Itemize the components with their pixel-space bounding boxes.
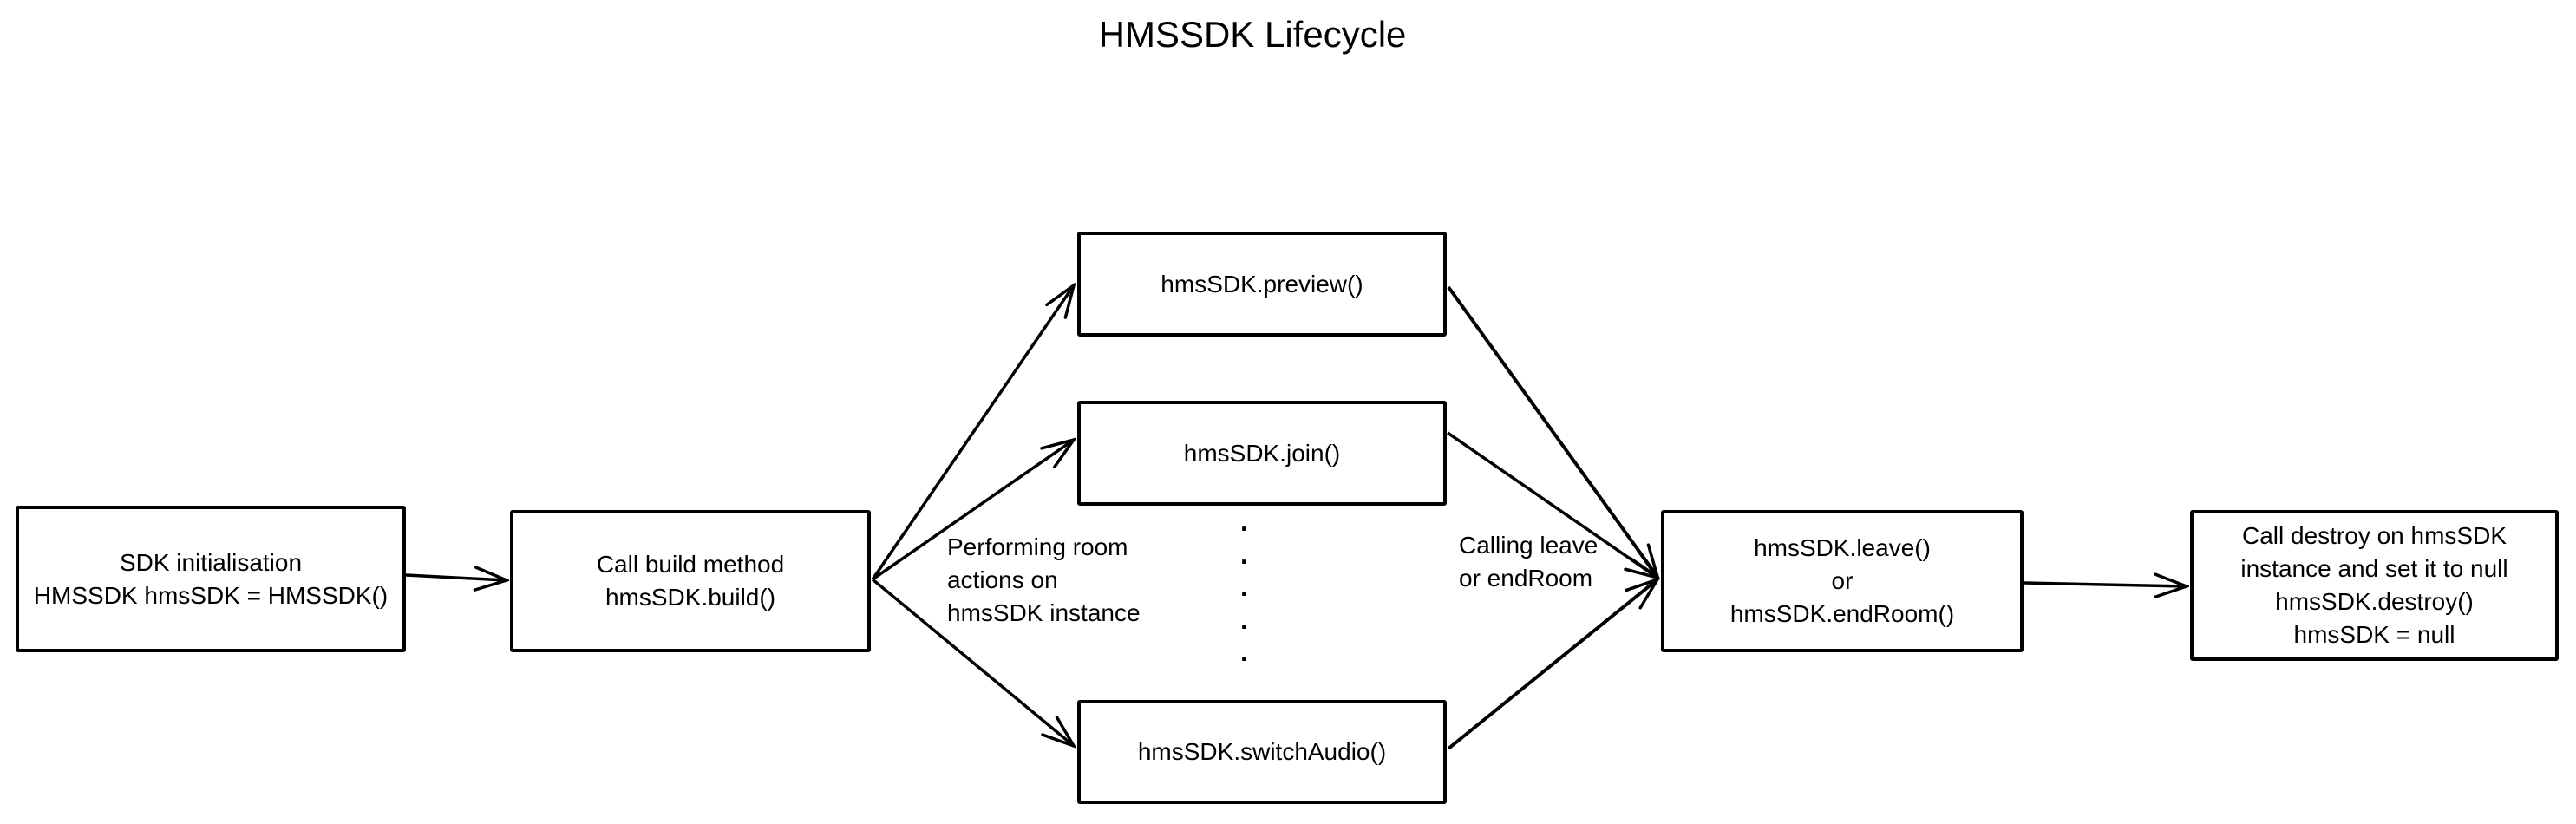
node-sdk-initialisation: SDK initialisation HMSSDK hmsSDK = HMSSD… bbox=[16, 506, 406, 652]
node-text-line: hmsSDK.switchAudio() bbox=[1137, 738, 1387, 765]
label-text-line: Calling leave bbox=[1459, 532, 1599, 559]
label-calling-leave-or-endroom: Calling leave or endRoom bbox=[1459, 529, 1598, 595]
node-text-line: or bbox=[1831, 567, 1854, 594]
arrow-build-to-preview bbox=[871, 285, 1074, 580]
ellipsis-dot: . bbox=[1240, 538, 1248, 570]
label-text-line: hmsSDK instance bbox=[947, 599, 1141, 626]
ellipsis-dots: . . . . . bbox=[1240, 506, 1248, 669]
arrow-join-to-leave bbox=[1447, 431, 1657, 578]
arrow-build-to-switchaudio bbox=[871, 578, 1074, 746]
node-preview: hmsSDK.preview() bbox=[1077, 232, 1447, 337]
node-call-build-method: Call build method hmsSDK.build() bbox=[510, 510, 871, 652]
arrow-init-to-build bbox=[405, 575, 507, 580]
node-join: hmsSDK.join() bbox=[1077, 401, 1447, 506]
node-text-line: hmsSDK.preview() bbox=[1161, 270, 1363, 298]
label-performing-room-actions: Performing room actions on hmsSDK instan… bbox=[947, 531, 1141, 630]
node-text-line: HMSSDK hmsSDK = HMSSDK() bbox=[33, 581, 389, 609]
arrow-switchaudio-to-leave bbox=[1447, 579, 1657, 750]
label-text-line: actions on bbox=[947, 566, 1058, 593]
label-text-line: or endRoom bbox=[1459, 565, 1593, 592]
node-text-line: hmsSDK = null bbox=[2293, 621, 2455, 648]
node-leave-or-endroom: hmsSDK.leave() or hmsSDK.endRoom() bbox=[1661, 510, 2024, 652]
node-text-line: hmsSDK.build() bbox=[605, 584, 776, 611]
ellipsis-dot: . bbox=[1240, 603, 1248, 635]
ellipsis-dot: . bbox=[1240, 506, 1248, 537]
diagram-title: HMSSDK Lifecycle bbox=[1098, 14, 1407, 55]
arrow-build-to-join bbox=[872, 440, 1074, 581]
node-switch-audio: hmsSDK.switchAudio() bbox=[1077, 700, 1447, 804]
ellipsis-dot: . bbox=[1240, 571, 1248, 602]
node-text-line: hmsSDK.endRoom() bbox=[1729, 600, 1955, 627]
node-text-line: Call destroy on hmsSDK bbox=[2241, 522, 2507, 549]
arrow-preview-to-leave bbox=[1447, 285, 1657, 577]
node-text-line: hmsSDK.join() bbox=[1183, 439, 1341, 467]
node-text-line: hmsSDK.leave() bbox=[1754, 534, 1931, 561]
ellipsis-dot: . bbox=[1240, 636, 1248, 667]
arrow-leave-to-destroy bbox=[2024, 583, 2187, 586]
node-text-line: hmsSDK.destroy() bbox=[2275, 588, 2474, 615]
label-text-line: Performing room bbox=[947, 533, 1128, 560]
node-text-line: SDK initialisation bbox=[119, 548, 303, 576]
node-destroy: Call destroy on hmsSDK instance and set … bbox=[2190, 510, 2559, 661]
node-text-line: instance and set it to null bbox=[2240, 555, 2508, 582]
node-text-line: Call build method bbox=[596, 551, 785, 578]
